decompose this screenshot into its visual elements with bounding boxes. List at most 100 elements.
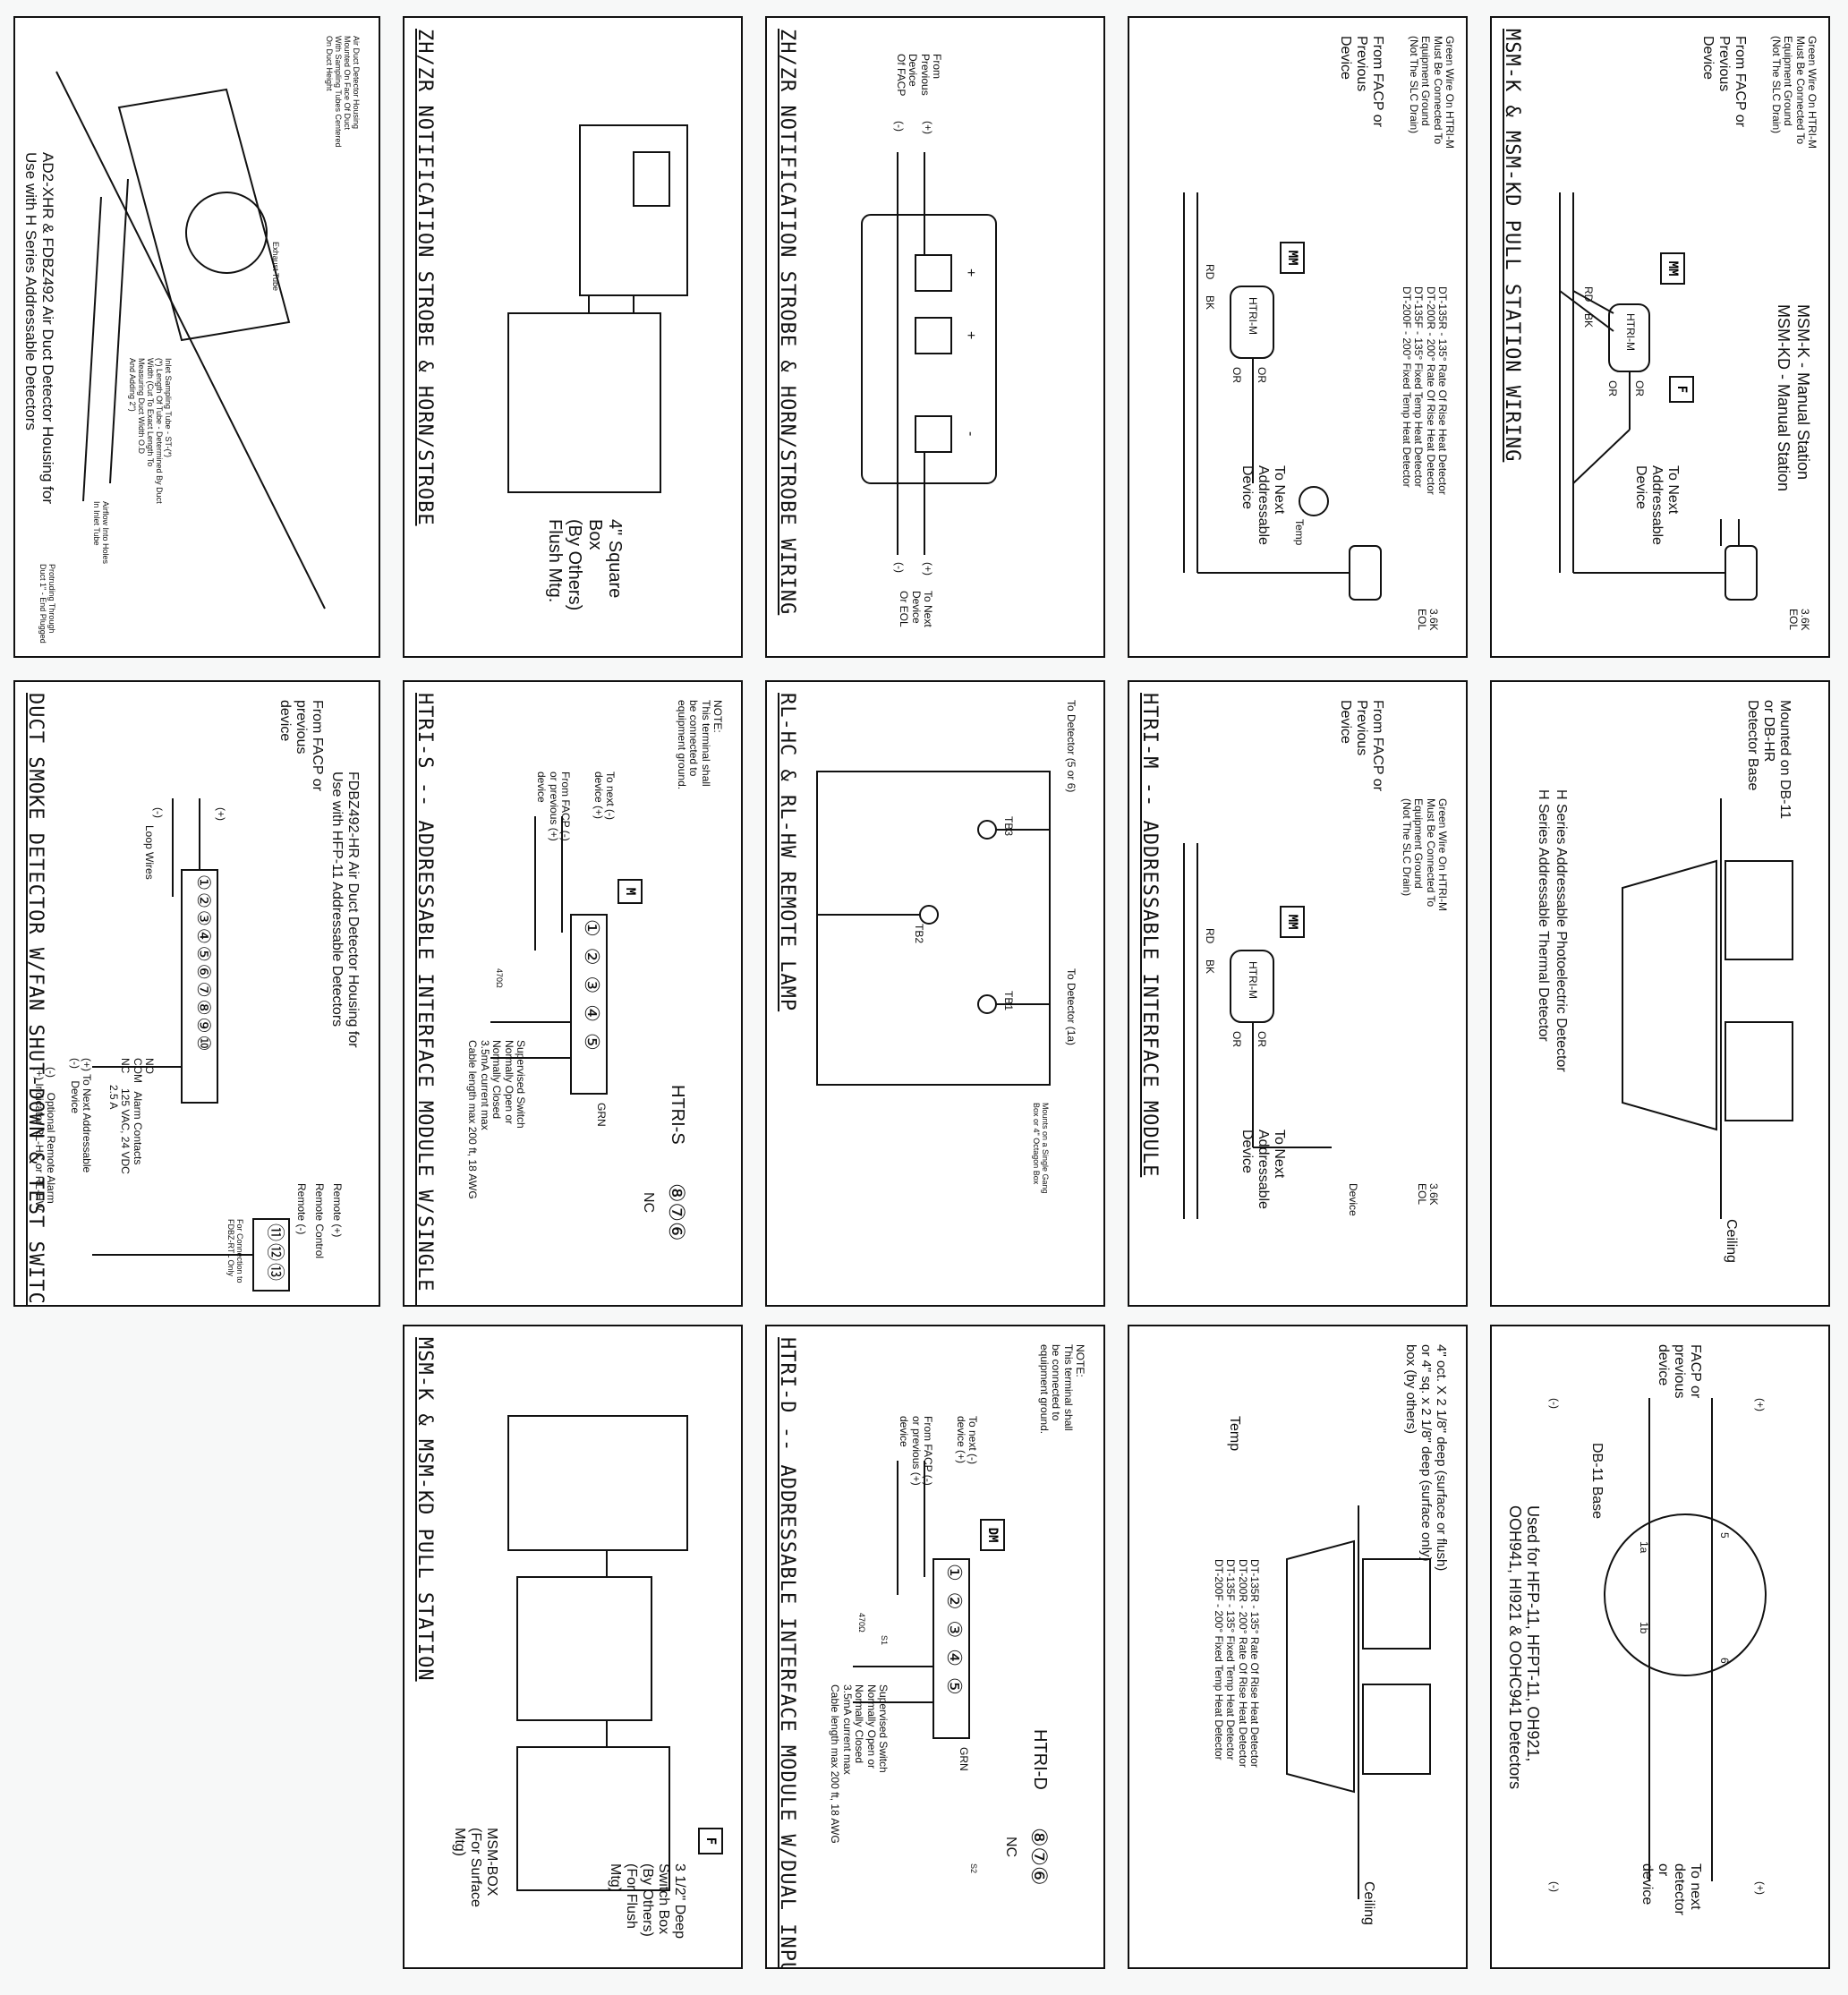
to-next-label: To Next Addressable Device <box>1239 465 1287 545</box>
terminal-1: ① <box>581 919 603 948</box>
housing-caption: AD2-XHR & FDBZ492 Air Duct Detector Hous… <box>21 152 56 505</box>
ceiling-label: Ceiling <box>1361 1881 1376 1925</box>
mm-symbol: MM <box>1280 242 1305 274</box>
dm-symbol: DM <box>980 1519 1005 1551</box>
minus-in: (-) <box>1548 1398 1561 1409</box>
nc-terminals: ⑧⑦⑥ <box>664 1183 688 1241</box>
module-label: HTRI-S <box>668 1085 687 1145</box>
nc-label: NC <box>1003 1837 1018 1858</box>
green-wire-note: Green Wire On HTRI-M Must Be Connected T… <box>1769 36 1818 149</box>
msm-k-label: MSM-K - Manual Station <box>1794 304 1812 481</box>
panel-h-series-mount: Mounted on DB-11 or DB-HR Detector Base … <box>1490 680 1830 1307</box>
nc-label: NC <box>641 1192 656 1214</box>
plus-in: (+) <box>922 121 934 134</box>
tb3-label: TB3 <box>1002 816 1015 837</box>
db11-base-drawing <box>1604 1398 1767 1881</box>
to-next-label: To Next Addressable Device <box>1633 465 1681 545</box>
plus-in: (+) <box>1754 1398 1767 1411</box>
loop-wires-label: Loop Wires <box>143 825 156 880</box>
terminal-plus-1: + <box>963 269 978 277</box>
green-wire-note: Green Wire On HTRI-M Must Be Connected T… <box>1407 36 1456 149</box>
panel-title: MSM-K & MSM-KD PULL STATION <box>413 1337 436 1682</box>
rd-label: RD <box>1204 928 1216 944</box>
to-label: To next detector or device <box>1639 1863 1703 1915</box>
switch-note: Supervised Switch Normally Open or Norma… <box>829 1684 890 1844</box>
duct-housing-drawing <box>55 71 326 610</box>
plus-label: (+) <box>215 807 227 821</box>
inlet-label: Inlet Sampling Tube - ST-(*) (*) Length … <box>127 358 173 504</box>
htri-m-lines <box>1183 843 1332 1219</box>
zh-zr-device-drawing <box>507 124 688 493</box>
panel-heat-detector-mount: 4" oct. X 2 1/8" deep (surface or flush)… <box>1128 1325 1468 1969</box>
terminal-3: ③ <box>193 909 213 928</box>
terminal-5: ⑤ <box>581 1032 603 1061</box>
from-label: From Previous Device Of FACP <box>894 54 943 97</box>
terminal-1: ① <box>943 1564 966 1592</box>
used-for-note: Used for HFP-11, HFPT-11, OH921, OOH941,… <box>1505 1505 1542 1790</box>
to-detector-5-6: To Detector (5 or 6) <box>1065 700 1077 793</box>
terminal-9: ⑨ <box>193 1017 213 1036</box>
terminal-strip: ①②③④⑤⑥⑦⑧⑨⑩ <box>193 874 213 1053</box>
msm-wiring-lines <box>1559 192 1758 601</box>
rd-label: RD <box>1204 264 1216 280</box>
htri-m-label: HTRI-M <box>1624 313 1637 351</box>
device-label: Device <box>1347 1183 1359 1216</box>
s1-label: S1 <box>880 1635 889 1646</box>
airflow-label: Airflow Into Holes In Inlet Tube <box>91 501 110 565</box>
temp-label: Temp <box>1293 519 1306 546</box>
m-symbol: M <box>617 879 643 904</box>
thermal-label: H Series Addressable Thermal Detector <box>1536 789 1551 1042</box>
terminal-7: ⑦ <box>193 981 213 1000</box>
remote-lamp-drawing <box>816 771 1051 1086</box>
panel-zh-zr-wiring: From Previous Device Of FACP (+) (-) (+)… <box>765 16 1105 658</box>
panel-db11-base: (+) (-) (+) (-) FACP or previous device … <box>1490 1325 1830 1969</box>
terminal-5: ⑤ <box>943 1676 966 1706</box>
from-facp-label: From FACP or Previous Device <box>1338 36 1385 127</box>
panel-duct-smoke-detector: FDBZ492-HR Air Duct Detector Housing for… <box>13 680 380 1307</box>
for-connection: For Connection to FDBZ-RTL Only <box>226 1219 244 1283</box>
resistor-label: 470Ω <box>857 1613 866 1633</box>
terminal-5: 5 <box>1718 1532 1731 1539</box>
terminal-4: ④ <box>193 927 213 946</box>
or-label-1: OR <box>1256 367 1268 383</box>
terminal-plus-2: + <box>963 331 978 340</box>
htri-d-lines <box>853 1461 970 1739</box>
from-label: FACP or previous device <box>1656 1344 1703 1399</box>
from-label: From FACP or previous device <box>277 700 325 791</box>
tb1-label: TB1 <box>1002 991 1015 1011</box>
minus-label: (-) <box>152 807 165 818</box>
box-note: 4" oct. X 2 1/8" deep (surface or flush)… <box>1403 1344 1449 1572</box>
from-label: From FACP (-) or previous (+) device <box>535 772 572 841</box>
to-detector-1a: To Detector (1a) <box>1065 968 1077 1046</box>
panel-htri-s: HTRI-S M ⑧⑦⑥ NC NOTE: This terminal shal… <box>403 680 743 1307</box>
plus-out: (+) <box>1754 1881 1767 1895</box>
panel-htri-m: Green Wire On HTRI-M Must Be Connected T… <box>1128 680 1468 1307</box>
or-label-2: OR <box>1231 367 1243 383</box>
detector-list: DT-135R - 135° Rate Of Rise Heat Detecto… <box>1400 286 1449 495</box>
heat-mount-drawing <box>1286 1505 1431 1899</box>
panel-zh-zr-device: 4" Square Box (By Others) Flush Mtg. ZH/… <box>403 16 743 658</box>
panel-ad2-xhr-housing: Air Duct Detector Housing Mounted On Fac… <box>13 16 380 658</box>
msm-box-label: MSM-BOX (For Surface Mtg) <box>452 1828 499 1907</box>
to-next-label: To Next Device Or EOL <box>898 591 934 627</box>
rd-label: RD <box>1582 286 1595 303</box>
switch-box-label: 3 1/2" Deep Switch Box (By Others) (For … <box>608 1863 687 1939</box>
or-label-1: OR <box>1633 380 1646 396</box>
panel-title: ZH/ZR NOTIFICATION STROBE & HORN/STROBE … <box>776 29 798 616</box>
base-label: DB-11 Base <box>1589 1443 1605 1520</box>
pull-station-box-drawing <box>507 1415 688 1891</box>
terminal-3: ③ <box>581 976 603 1005</box>
bk-label: BK <box>1204 959 1216 975</box>
nc-terminals: ⑧⑦⑥ <box>1026 1828 1051 1886</box>
terminal-3: ③ <box>943 1620 966 1650</box>
terminal-6: 6 <box>1718 1658 1731 1664</box>
terminal-1: ① <box>193 874 213 892</box>
panel-heat-detector-wiring: DT-135R - 135° Rate Of Rise Heat Detecto… <box>1128 16 1468 658</box>
temp-label: Temp <box>1227 1416 1242 1452</box>
terminal-strip: ①②③④⑤ <box>942 1564 966 1706</box>
or-label-2: OR <box>1606 380 1619 396</box>
panel-title: DUCT SMOKE DETECTOR W/FAN SHUT-DOWN & TE… <box>24 693 47 1307</box>
note: NOTE: This terminal shall be connected t… <box>1037 1344 1086 1435</box>
terminal-4: ④ <box>581 1004 603 1033</box>
panel-title: ZH/ZR NOTIFICATION STROBE & HORN/STROBE <box>413 29 436 526</box>
